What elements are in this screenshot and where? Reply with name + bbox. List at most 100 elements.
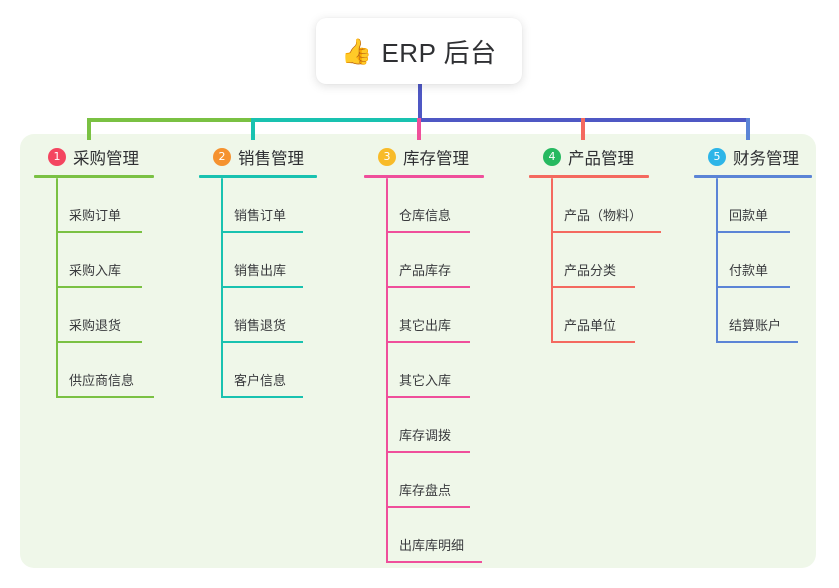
list-item[interactable]: 产品（物料） <box>551 178 684 233</box>
column-number-badge: 3 <box>378 148 396 166</box>
list-item-label: 其它出库 <box>399 318 452 333</box>
list-item-rule <box>56 231 142 233</box>
list-item-rule <box>221 286 303 288</box>
list-item-rule <box>221 341 303 343</box>
list-item[interactable]: 销售出库 <box>221 233 354 288</box>
list-item[interactable]: 产品单位 <box>551 288 684 343</box>
list-item-label: 采购退货 <box>69 318 122 333</box>
list-item-label: 产品库存 <box>399 263 452 278</box>
list-item-rule <box>56 286 142 288</box>
list-item-label: 销售出库 <box>234 263 287 278</box>
list-item-rule <box>386 231 470 233</box>
column-items: 销售订单销售出库销售退货客户信息 <box>221 178 354 398</box>
list-item-rule <box>56 396 154 398</box>
list-item-label: 付款单 <box>729 263 769 278</box>
thumbs-up-icon: 👍 <box>341 37 373 66</box>
column-number-badge: 4 <box>543 148 561 166</box>
list-item[interactable]: 客户信息 <box>221 343 354 398</box>
list-item[interactable]: 库存盘点 <box>386 453 519 508</box>
list-item-rule <box>386 451 470 453</box>
list-item[interactable]: 销售退货 <box>221 288 354 343</box>
column-spine <box>221 178 223 398</box>
list-item-rule <box>716 231 790 233</box>
list-item-label: 采购订单 <box>69 208 122 223</box>
column-header[interactable]: 3 库存管理 <box>364 145 519 169</box>
list-item[interactable]: 其它入库 <box>386 343 519 398</box>
list-item[interactable]: 付款单 <box>716 233 839 288</box>
column-header-rule <box>694 175 812 178</box>
list-item-label: 结算账户 <box>729 318 782 333</box>
column-库存管理: 3 库存管理仓库信息产品库存其它出库其它入库库存调拨库存盘点出库库明细 <box>364 145 519 563</box>
list-item[interactable]: 销售订单 <box>221 178 354 233</box>
list-item-label: 客户信息 <box>234 373 287 388</box>
column-number-badge: 2 <box>213 148 231 166</box>
drop-product <box>581 118 585 140</box>
list-item-rule <box>716 341 798 343</box>
column-number-badge: 1 <box>48 148 66 166</box>
list-item[interactable]: 库存调拨 <box>386 398 519 453</box>
drop-inventory <box>417 118 421 140</box>
list-item-label: 采购入库 <box>69 263 122 278</box>
bus-segment-green <box>87 118 253 122</box>
list-item-rule <box>716 286 790 288</box>
list-item[interactable]: 其它出库 <box>386 288 519 343</box>
drop-finance <box>746 118 750 140</box>
root-stem-connector <box>418 84 422 120</box>
bus-segment-teal <box>251 118 421 122</box>
list-item-label: 其它入库 <box>399 373 452 388</box>
column-header[interactable]: 2 销售管理 <box>199 145 354 169</box>
column-title: 库存管理 <box>403 150 469 168</box>
column-spine <box>56 178 58 398</box>
list-item-label: 产品单位 <box>564 318 617 333</box>
column-title: 销售管理 <box>238 150 304 168</box>
list-item-rule <box>386 506 470 508</box>
list-item-rule <box>551 231 661 233</box>
drop-sales <box>251 118 255 140</box>
list-item-rule <box>551 341 635 343</box>
page-title: ERP 后台 <box>381 37 497 68</box>
column-header-rule <box>199 175 317 178</box>
list-item-label: 供应商信息 <box>69 373 135 388</box>
list-item[interactable]: 产品分类 <box>551 233 684 288</box>
column-header-rule <box>364 175 484 178</box>
list-item[interactable]: 结算账户 <box>716 288 839 343</box>
column-销售管理: 2 销售管理销售订单销售出库销售退货客户信息 <box>199 145 354 398</box>
column-items: 产品（物料） 产品分类产品单位 <box>551 178 684 343</box>
column-items: 回款单付款单结算账户 <box>716 178 839 343</box>
list-item[interactable]: 采购退货 <box>56 288 189 343</box>
column-header-rule <box>529 175 649 178</box>
column-spine <box>716 178 718 343</box>
list-item-label: 销售退货 <box>234 318 287 333</box>
column-items: 仓库信息产品库存其它出库其它入库库存调拨库存盘点出库库明细 <box>386 178 519 563</box>
list-item[interactable]: 采购订单 <box>56 178 189 233</box>
list-item-rule <box>386 341 470 343</box>
list-item-rule <box>551 286 635 288</box>
column-产品管理: 4 产品管理产品（物料） 产品分类产品单位 <box>529 145 684 343</box>
list-item-label: 产品（物料） <box>564 208 643 223</box>
list-item-label: 出库库明细 <box>399 538 465 553</box>
column-header[interactable]: 5 财务管理 <box>694 145 839 169</box>
column-header[interactable]: 4 产品管理 <box>529 145 684 169</box>
list-item[interactable]: 出库库明细 <box>386 508 519 563</box>
list-item[interactable]: 仓库信息 <box>386 178 519 233</box>
list-item-rule <box>386 561 482 563</box>
list-item-label: 回款单 <box>729 208 769 223</box>
list-item-label: 库存盘点 <box>399 483 452 498</box>
root-node-card[interactable]: 👍 ERP 后台 <box>316 18 522 84</box>
list-item-rule <box>386 396 470 398</box>
column-title: 财务管理 <box>733 150 799 168</box>
list-item-label: 销售订单 <box>234 208 287 223</box>
column-items: 采购订单采购入库采购退货供应商信息 <box>56 178 189 398</box>
list-item[interactable]: 供应商信息 <box>56 343 189 398</box>
list-item[interactable]: 产品库存 <box>386 233 519 288</box>
column-number-badge: 5 <box>708 148 726 166</box>
drop-purchase <box>87 118 91 140</box>
list-item[interactable]: 回款单 <box>716 178 839 233</box>
list-item-label: 库存调拨 <box>399 428 452 443</box>
column-财务管理: 5 财务管理回款单付款单结算账户 <box>694 145 839 343</box>
list-item-rule <box>56 341 142 343</box>
list-item[interactable]: 采购入库 <box>56 233 189 288</box>
column-title: 产品管理 <box>568 150 634 168</box>
